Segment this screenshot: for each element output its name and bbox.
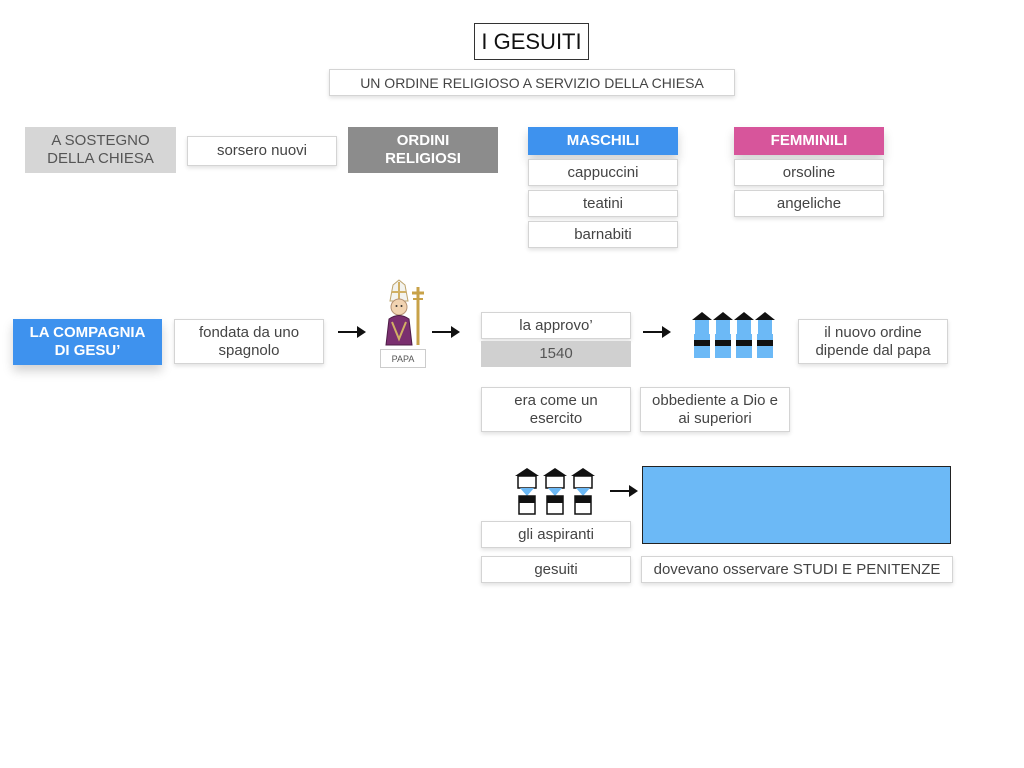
year-box: 1540 [481, 341, 631, 367]
soldiers-icon [692, 312, 775, 358]
papa-label-text: PAPA [391, 353, 415, 364]
nuovo-ordine-text: il nuovo ordine dipende dal papa [815, 323, 931, 359]
esercito-text: era come un esercito [514, 391, 598, 427]
subtitle-text: UN ORDINE RELIGIOSO A SERVIZIO DELLA CHI… [360, 74, 704, 91]
maschili-item-text: barnabiti [574, 225, 632, 243]
maschili-item: cappuccini [528, 159, 678, 186]
fondata-text: fondata da uno spagnolo [198, 323, 300, 359]
maschili-item: teatini [528, 190, 678, 217]
nuovo-ordine-box: il nuovo ordine dipende dal papa [798, 319, 948, 364]
approvo-box: la approvo’ [481, 312, 631, 339]
a-sostegno-box: A SOSTEGNO DELLA CHIESA [25, 127, 176, 173]
subtitle-box: UN ORDINE RELIGIOSO A SERVIZIO DELLA CHI… [329, 69, 735, 96]
arrow-right-icon [610, 485, 638, 497]
year-text: 1540 [539, 345, 573, 362]
esercito-box: era come un esercito [481, 387, 631, 432]
fondata-box: fondata da uno spagnolo [174, 319, 324, 364]
femminili-item-text: orsoline [782, 163, 836, 181]
aspiranti-text: gli aspiranti [518, 525, 594, 543]
maschili-item-text: teatini [582, 194, 624, 212]
arrow-right-icon [338, 326, 366, 338]
femminili-header: FEMMINILI [734, 127, 884, 155]
blue-panel [642, 466, 951, 544]
ordini-box: ORDINI RELIGIOSI [348, 127, 498, 173]
femminili-header-text: FEMMINILI [770, 132, 848, 149]
femminili-item: orsoline [734, 159, 884, 186]
maschili-header-text: MASCHILI [566, 132, 640, 149]
page-title-text: I GESUITI [481, 28, 582, 54]
compagnia-text: LA COMPAGNIA DI GESU’ [29, 324, 146, 359]
sorsero-text: sorsero nuovi [216, 142, 308, 159]
ordini-text: ORDINI RELIGIOSI [385, 132, 461, 167]
studi-text: dovevano osservare STUDI E PENITENZE [653, 560, 941, 578]
gesuiti-text: gesuiti [534, 560, 578, 578]
arrow-right-icon [432, 326, 460, 338]
papa-label: PAPA [380, 349, 426, 368]
gesuiti-box: gesuiti [481, 556, 631, 583]
obbediente-text: obbediente a Dio e ai superiori [652, 391, 778, 427]
femminili-item-text: angeliche [776, 194, 842, 212]
maschili-item: barnabiti [528, 221, 678, 248]
maschili-header: MASCHILI [528, 127, 678, 155]
page-title: I GESUITI [474, 23, 589, 60]
obbediente-box: obbediente a Dio e ai superiori [640, 387, 790, 432]
pope-icon [385, 279, 424, 346]
aspiranti-box: gli aspiranti [481, 521, 631, 548]
compagnia-box: LA COMPAGNIA DI GESU’ [13, 319, 162, 365]
aspiranti-icon [515, 468, 595, 515]
femminili-item: angeliche [734, 190, 884, 217]
maschili-item-text: cappuccini [567, 163, 639, 181]
sorsero-box: sorsero nuovi [187, 136, 337, 166]
a-sostegno-text: A SOSTEGNO DELLA CHIESA [47, 132, 154, 167]
studi-box: dovevano osservare STUDI E PENITENZE [641, 556, 953, 583]
arrow-right-icon [643, 326, 671, 338]
approvo-text: la approvo’ [519, 316, 593, 334]
